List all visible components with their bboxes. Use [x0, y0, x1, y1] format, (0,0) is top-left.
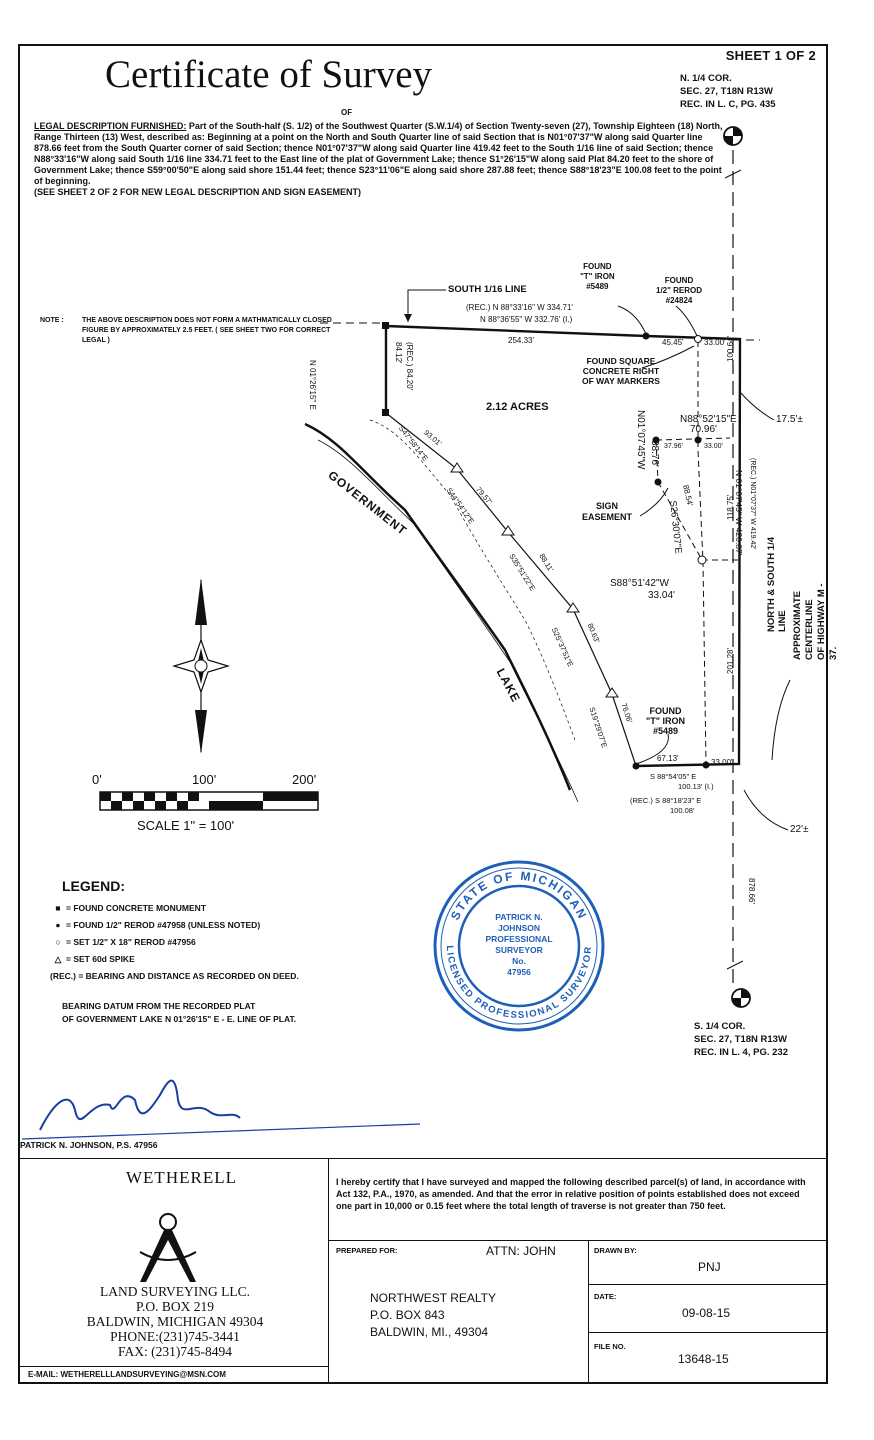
- bearing-datum: BEARING DATUM FROM THE RECORDED PLAT OF …: [62, 1001, 297, 1024]
- prepared-for-address: NORTHWEST REALTY P.O. BOX 843 BALDWIN, M…: [370, 1291, 497, 1339]
- dist-6713: 67.13': [657, 754, 679, 763]
- bearing-n8852: N88°52'15"E: [680, 414, 737, 425]
- note-prefix: NOTE :: [40, 317, 64, 324]
- dist-3300-top: 33.00': [704, 338, 726, 347]
- legend-item: (REC.) = BEARING AND DISTANCE AS RECORDE…: [50, 971, 299, 981]
- south-corner-label: S. 1/4 COR. SEC. 27, T18N R13W REC. IN L…: [694, 1021, 788, 1058]
- date-label: DATE:: [594, 1292, 617, 1301]
- scale-text: SCALE 1" = 100': [137, 818, 235, 833]
- of-label: OF: [341, 108, 353, 117]
- dist-10064: 100.64': [726, 336, 735, 362]
- north-corner-label: N. 1/4 COR. SEC. 27, T18N R13W REC. IN L…: [680, 73, 776, 110]
- sheet-border: [18, 44, 828, 1384]
- note-text: THE ABOVE DESCRIPTION DOES NOT FORM A MA…: [82, 317, 332, 344]
- drawn-by-value: PNJ: [698, 1260, 721, 1274]
- dist-7096: 70.96': [690, 424, 717, 435]
- scale-label-200: 200': [292, 772, 317, 787]
- certification-statement: I hereby certify that I have surveyed an…: [336, 1177, 806, 1211]
- dist-254: 254.33': [508, 336, 534, 345]
- legal-see-sheet: (SEE SHEET 2 OF 2 FOR NEW LEGAL DESCRIPT…: [34, 187, 362, 197]
- legal-text: Part of the South-half (S. 1/2) of the S…: [34, 121, 723, 186]
- south-line-label: SOUTH 1/16 LINE: [448, 284, 527, 295]
- legend-item: △= SET 60d SPIKE: [54, 954, 135, 964]
- dist-4545: 45.45': [662, 338, 684, 347]
- firm-address: LAND SURVEYING LLC. P.O. BOX 219 BALDWIN…: [86, 1284, 264, 1359]
- dist-22: 22'±: [790, 824, 809, 835]
- firm-name: WETHERELL: [126, 1168, 237, 1187]
- page-title: Certificate of Survey: [105, 53, 433, 96]
- dist-3876: 38.76': [649, 440, 660, 467]
- sheet-number: SHEET 1 OF 2: [725, 48, 816, 63]
- dist-20128: 201.28': [726, 648, 735, 674]
- prepared-attn: ATTN: JOHN: [486, 1244, 556, 1258]
- found-t-iron-top: FOUND "T" IRON #5489: [580, 262, 615, 291]
- bearing-s8851: S88°51'42"W: [610, 578, 669, 589]
- stamp-outer-ring: [433, 860, 605, 1032]
- legend-item: ○= SET 1/2" X 18" REROD #47956: [55, 937, 196, 947]
- dist-3300-bottom: 33.00': [711, 758, 733, 767]
- bottom-rec-bearing: (REC.) S 88°18'23" E: [630, 796, 702, 805]
- title-block-divider: [328, 1158, 329, 1384]
- prepared-for-label: PREPARED FOR:: [336, 1246, 398, 1255]
- title-block-top-rule: [20, 1158, 828, 1159]
- west-bearing: N 01°26'15" E: [308, 360, 317, 410]
- scale-label-100: 100': [192, 772, 217, 787]
- rec-top-bearing: (REC.) N 88°33'16" W 334.71': [466, 303, 573, 312]
- dist-3796: 37.96': [664, 443, 683, 450]
- bearing-n0107: N01°07'45"W: [635, 410, 646, 470]
- note: NOTE : THE ABOVE DESCRIPTION DOES NOT FO…: [40, 316, 360, 366]
- legend-item: ■= FOUND CONCRETE MONUMENT: [55, 903, 207, 913]
- signature-label: PATRICK N. JOHNSON, P.S. 47956: [20, 1140, 158, 1150]
- legal-description: LEGAL DESCRIPTION FURNISHED: Part of the…: [34, 121, 724, 198]
- legal-heading: LEGAL DESCRIPTION FURNISHED:: [34, 121, 187, 131]
- found-t-iron-bottom: FOUND "T" IRON #5489: [646, 706, 686, 736]
- drawn-by-label: DRAWN BY:: [594, 1246, 637, 1255]
- west-rec: (REC.) 84.20': [405, 342, 414, 391]
- legend: ■= FOUND CONCRETE MONUMENT ●= FOUND 1/2"…: [50, 900, 299, 985]
- dist-3300-mid: 33.00': [704, 443, 723, 450]
- legend-title: LEGEND:: [62, 878, 125, 894]
- dist-87866: 878.66': [747, 878, 756, 904]
- highway-centerline-label: APPROXIMATE CENTERLINE OF HIGHWAY M - 37…: [792, 583, 839, 660]
- found-rerod-label: FOUND 1/2" REROD #24824: [656, 276, 703, 305]
- surveyor-stamp: PATRICK N. JOHNSON PROFESSIONAL SURVEYOR…: [485, 912, 553, 977]
- parcel-boundary: [385, 324, 742, 768]
- shore-traverse: [385, 412, 637, 767]
- bottom-bearing: S 88°54'05" E: [650, 772, 697, 781]
- west-dist: 84.12': [394, 342, 403, 364]
- north-arrow: [171, 578, 231, 754]
- east-main-bearing: N 01°07'45" W 420.87': [734, 470, 744, 556]
- dist-17-5: 17.5'±: [776, 414, 803, 425]
- shoreline: [304, 422, 572, 791]
- scale-label-0: 0': [92, 772, 102, 787]
- legend-item: ●= FOUND 1/2" REROD #47958 (UNLESS NOTED…: [55, 920, 261, 930]
- file-no-value: 13648-15: [678, 1352, 729, 1366]
- signature: [39, 1079, 241, 1131]
- east-rec-bearing: (REC.) N01°07'37" W 419.42': [749, 458, 756, 550]
- compass-logo: [139, 1213, 197, 1282]
- acres-label: 2.12 ACRES: [486, 401, 549, 413]
- bottom-dist: 100.13' (I.): [678, 782, 714, 791]
- ns-quarter-line-label: NORTH & SOUTH 1/4 LINE: [766, 536, 788, 632]
- firm-email: E-MAIL: WETHERELLLANDSURVEYING@MSN.COM: [28, 1370, 226, 1379]
- top-bearing: N 88°36'55" W 332.76' (I.): [480, 315, 573, 324]
- dist-3304: 33.04': [648, 590, 675, 601]
- scale-bar: [99, 791, 319, 811]
- north-corner-symbol: [723, 126, 743, 146]
- south-corner-symbol: [731, 988, 751, 1008]
- file-no-label: FILE NO.: [594, 1342, 626, 1351]
- concrete-markers-label: FOUND SQUARE CONCRETE RIGHT OF WAY MARKE…: [582, 356, 660, 386]
- bottom-rec-dist: 100.08': [670, 806, 695, 815]
- sign-easement-label: SIGN EASEMENT: [582, 501, 633, 522]
- date-value: 09-08-15: [682, 1306, 731, 1320]
